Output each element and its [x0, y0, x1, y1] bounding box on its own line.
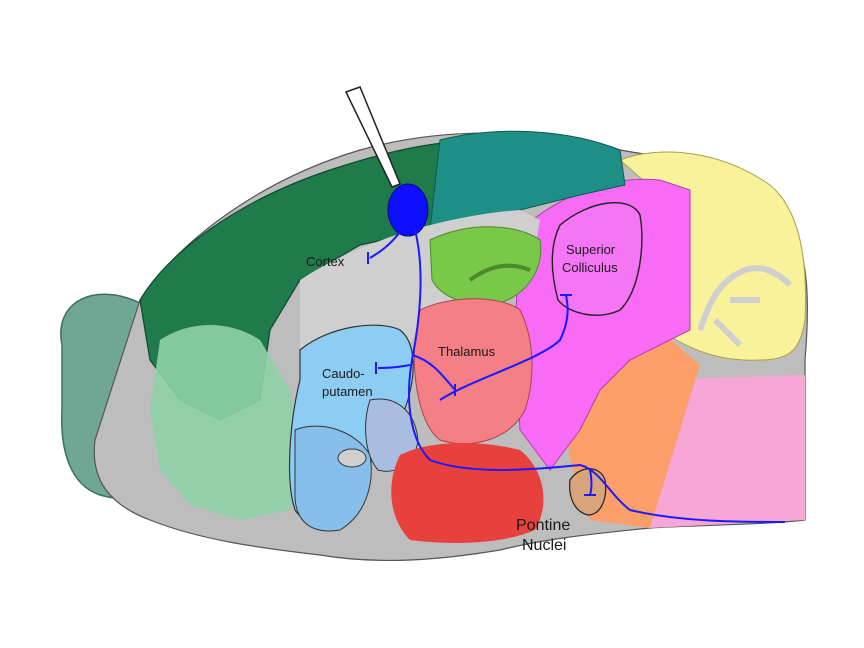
region-cortex-posterior: [429, 130, 626, 231]
label-superior-colliculus-2: Colliculus: [562, 260, 618, 275]
region-anterior-olfactory: [150, 325, 300, 520]
cerebellum-white-matter: [697, 265, 793, 348]
injection-pipette: [344, 86, 401, 188]
region-hypothalamus: [391, 443, 544, 543]
label-cortex: Cortex: [306, 254, 345, 269]
region-superior-colliculus: [551, 202, 643, 316]
projection-to-cortex: [369, 231, 401, 259]
label-thalamus: Thalamus: [438, 344, 496, 359]
label-pontine-1: Pontine: [516, 517, 570, 534]
label-caudoputamen-2: putamen: [322, 384, 373, 399]
region-thalamus: [413, 298, 533, 445]
injection-site: [387, 183, 429, 237]
label-caudoputamen-1: Caudo-: [322, 366, 365, 381]
projection-to-thalamus: [411, 354, 456, 391]
projection-to-pontine: [589, 469, 593, 496]
terminal-markers: [367, 252, 596, 496]
hippocampus-detail: [468, 263, 531, 282]
projection-to-superior-colliculus: [439, 294, 569, 401]
projection-axon-main: [408, 229, 786, 523]
projection-to-caudoputamen: [377, 364, 411, 369]
label-pontine-2: Nuclei: [522, 537, 566, 554]
region-hippocampus: [429, 226, 542, 306]
anterior-commissure: [337, 448, 367, 468]
label-superior-colliculus-1: Superior: [566, 242, 616, 257]
